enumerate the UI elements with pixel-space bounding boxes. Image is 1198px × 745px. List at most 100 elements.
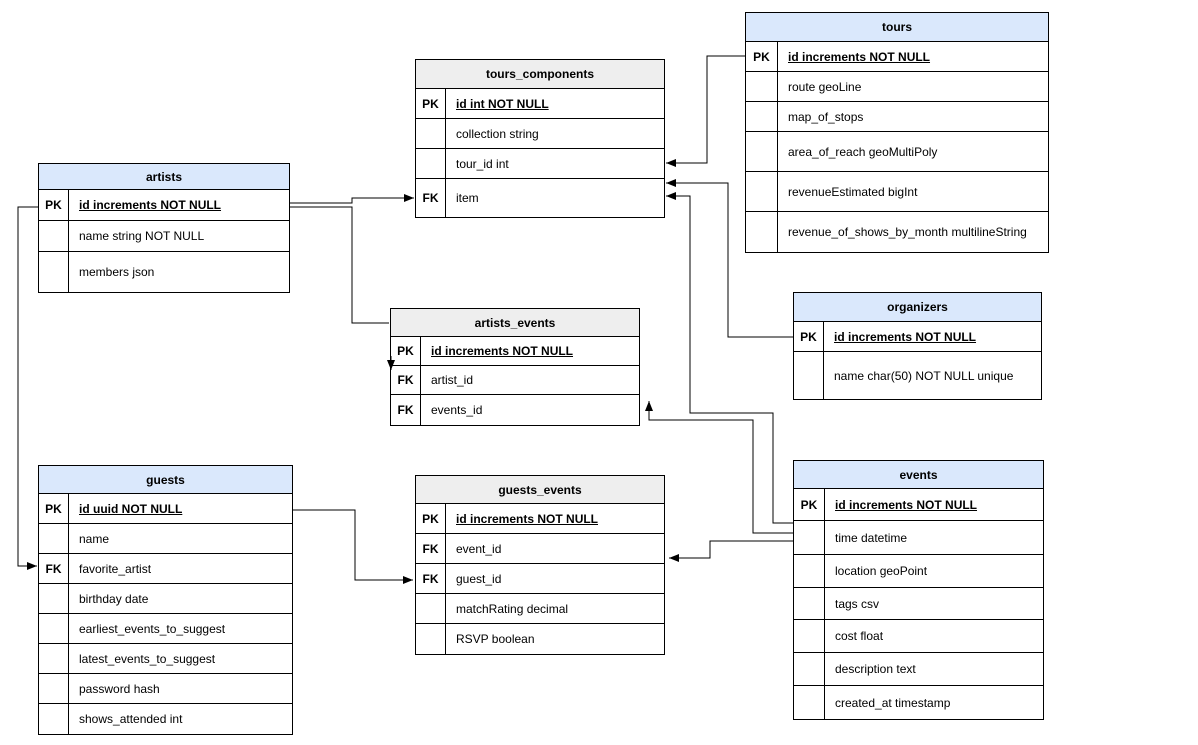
table-row: location geoPoint — [794, 555, 1043, 588]
row-key-cell: PK — [416, 89, 446, 118]
row-field-cell: name char(50) NOT NULL unique — [834, 368, 1014, 383]
row-field-cell: id increments NOT NULL — [835, 497, 978, 512]
row-field-cell: id int NOT NULL — [456, 96, 549, 111]
table-row: revenueEstimated bigInt — [746, 172, 1048, 212]
table-row: PK id increments NOT NULL — [39, 190, 289, 221]
table-row: birthday date — [39, 584, 292, 614]
row-field-cell: id increments NOT NULL — [788, 49, 931, 64]
row-field-cell: item — [456, 191, 479, 205]
row-field-cell: birthday date — [79, 591, 149, 606]
table-title-guests: guests — [39, 466, 292, 494]
row-key-cell — [794, 555, 825, 587]
table-row: members json — [39, 252, 289, 292]
connector-artists-id-to-guests-favorite_artist — [17, 206, 38, 570]
table-title-artists: artists — [39, 164, 289, 190]
row-field-cell: id increments NOT NULL — [834, 329, 977, 344]
table-row: FK item — [416, 179, 664, 217]
table-row: PK id uuid NOT NULL — [39, 494, 292, 524]
table-title-artists_events: artists_events — [391, 309, 639, 337]
table-title-events: events — [794, 461, 1043, 489]
table-row: matchRating decimal — [416, 594, 664, 624]
table-row: map_of_stops — [746, 102, 1048, 132]
table-row: FK guest_id — [416, 564, 664, 594]
row-field-cell: id uuid NOT NULL — [79, 501, 183, 516]
connector-tours-id-to-tours_components-tour_id — [666, 55, 745, 167]
row-field-cell: matchRating decimal — [456, 601, 569, 616]
row-field-cell: revenueEstimated bigInt — [788, 184, 918, 199]
row-key-cell: FK — [416, 564, 446, 593]
row-key-cell — [416, 594, 446, 623]
row-field-cell: location geoPoint — [835, 564, 928, 578]
row-key-cell — [746, 212, 778, 252]
row-key-cell — [794, 352, 824, 399]
table-title-organizers: organizers — [794, 293, 1041, 322]
row-field-cell: id increments NOT NULL — [79, 198, 222, 212]
table-row: route geoLine — [746, 72, 1048, 102]
table-row: name char(50) NOT NULL unique — [794, 352, 1041, 399]
row-key-cell: PK — [39, 190, 69, 220]
row-key-cell — [39, 221, 69, 251]
row-key-cell — [416, 624, 446, 654]
table-row: tour_id int — [416, 149, 664, 179]
row-field-cell: description text — [835, 662, 916, 676]
row-key-cell: PK — [39, 494, 69, 523]
table-row: PK id increments NOT NULL — [794, 489, 1043, 521]
connector-events-id-to-artists_events-events_id — [645, 401, 793, 534]
row-key-cell — [39, 674, 69, 703]
table-row: name string NOT NULL — [39, 221, 289, 252]
row-key-cell — [39, 524, 69, 553]
row-field-cell: earliest_events_to_suggest — [79, 621, 226, 636]
row-key-cell — [746, 72, 778, 101]
row-key-cell — [39, 252, 69, 292]
row-key-cell — [746, 132, 778, 171]
table-row: cost float — [794, 620, 1043, 653]
row-field-cell: time datetime — [835, 530, 908, 545]
table-row: name — [39, 524, 292, 554]
table-row: latest_events_to_suggest — [39, 644, 292, 674]
row-field-cell: route geoLine — [788, 79, 862, 94]
row-field-cell: name — [79, 531, 110, 546]
connector-guests-id-to-guests_events-guest_id — [293, 509, 413, 584]
row-key-cell — [794, 653, 825, 685]
table-row: collection string — [416, 119, 664, 149]
table-row: earliest_events_to_suggest — [39, 614, 292, 644]
row-key-cell — [794, 521, 825, 554]
row-field-cell: collection string — [456, 126, 539, 141]
row-field-cell: revenue_of_shows_by_month multilineStrin… — [788, 225, 1027, 239]
table-row: tags csv — [794, 588, 1043, 620]
row-key-cell — [746, 102, 778, 131]
table-row: area_of_reach geoMultiPoly — [746, 132, 1048, 172]
row-field-cell: favorite_artist — [79, 561, 152, 576]
row-field-cell: map_of_stops — [788, 109, 864, 124]
row-field-cell: shows_attended int — [79, 712, 183, 726]
row-field-cell: guest_id — [456, 571, 502, 586]
row-field-cell: RSVP boolean — [456, 632, 535, 646]
row-key-cell: FK — [391, 395, 421, 425]
row-key-cell: FK — [391, 366, 421, 394]
row-key-cell: FK — [39, 554, 69, 583]
connector-artists-id-to-artists_events-artist_id — [290, 206, 389, 324]
table-row: time datetime — [794, 521, 1043, 555]
row-field-cell: password hash — [79, 681, 160, 696]
row-key-cell: FK — [416, 179, 446, 217]
table-title-tours_components: tours_components — [416, 60, 664, 89]
row-field-cell: members json — [79, 265, 155, 279]
table-row: password hash — [39, 674, 292, 704]
row-key-cell — [416, 149, 446, 178]
row-field-cell: latest_events_to_suggest — [79, 651, 216, 666]
row-key-cell: PK — [794, 489, 825, 520]
row-key-cell — [39, 584, 69, 613]
row-key-cell — [794, 620, 825, 652]
row-field-cell: area_of_reach geoMultiPoly — [788, 144, 938, 159]
table-row: description text — [794, 653, 1043, 686]
row-key-cell — [794, 686, 825, 719]
connector-artists-id-to-tours_components-item — [290, 194, 414, 204]
